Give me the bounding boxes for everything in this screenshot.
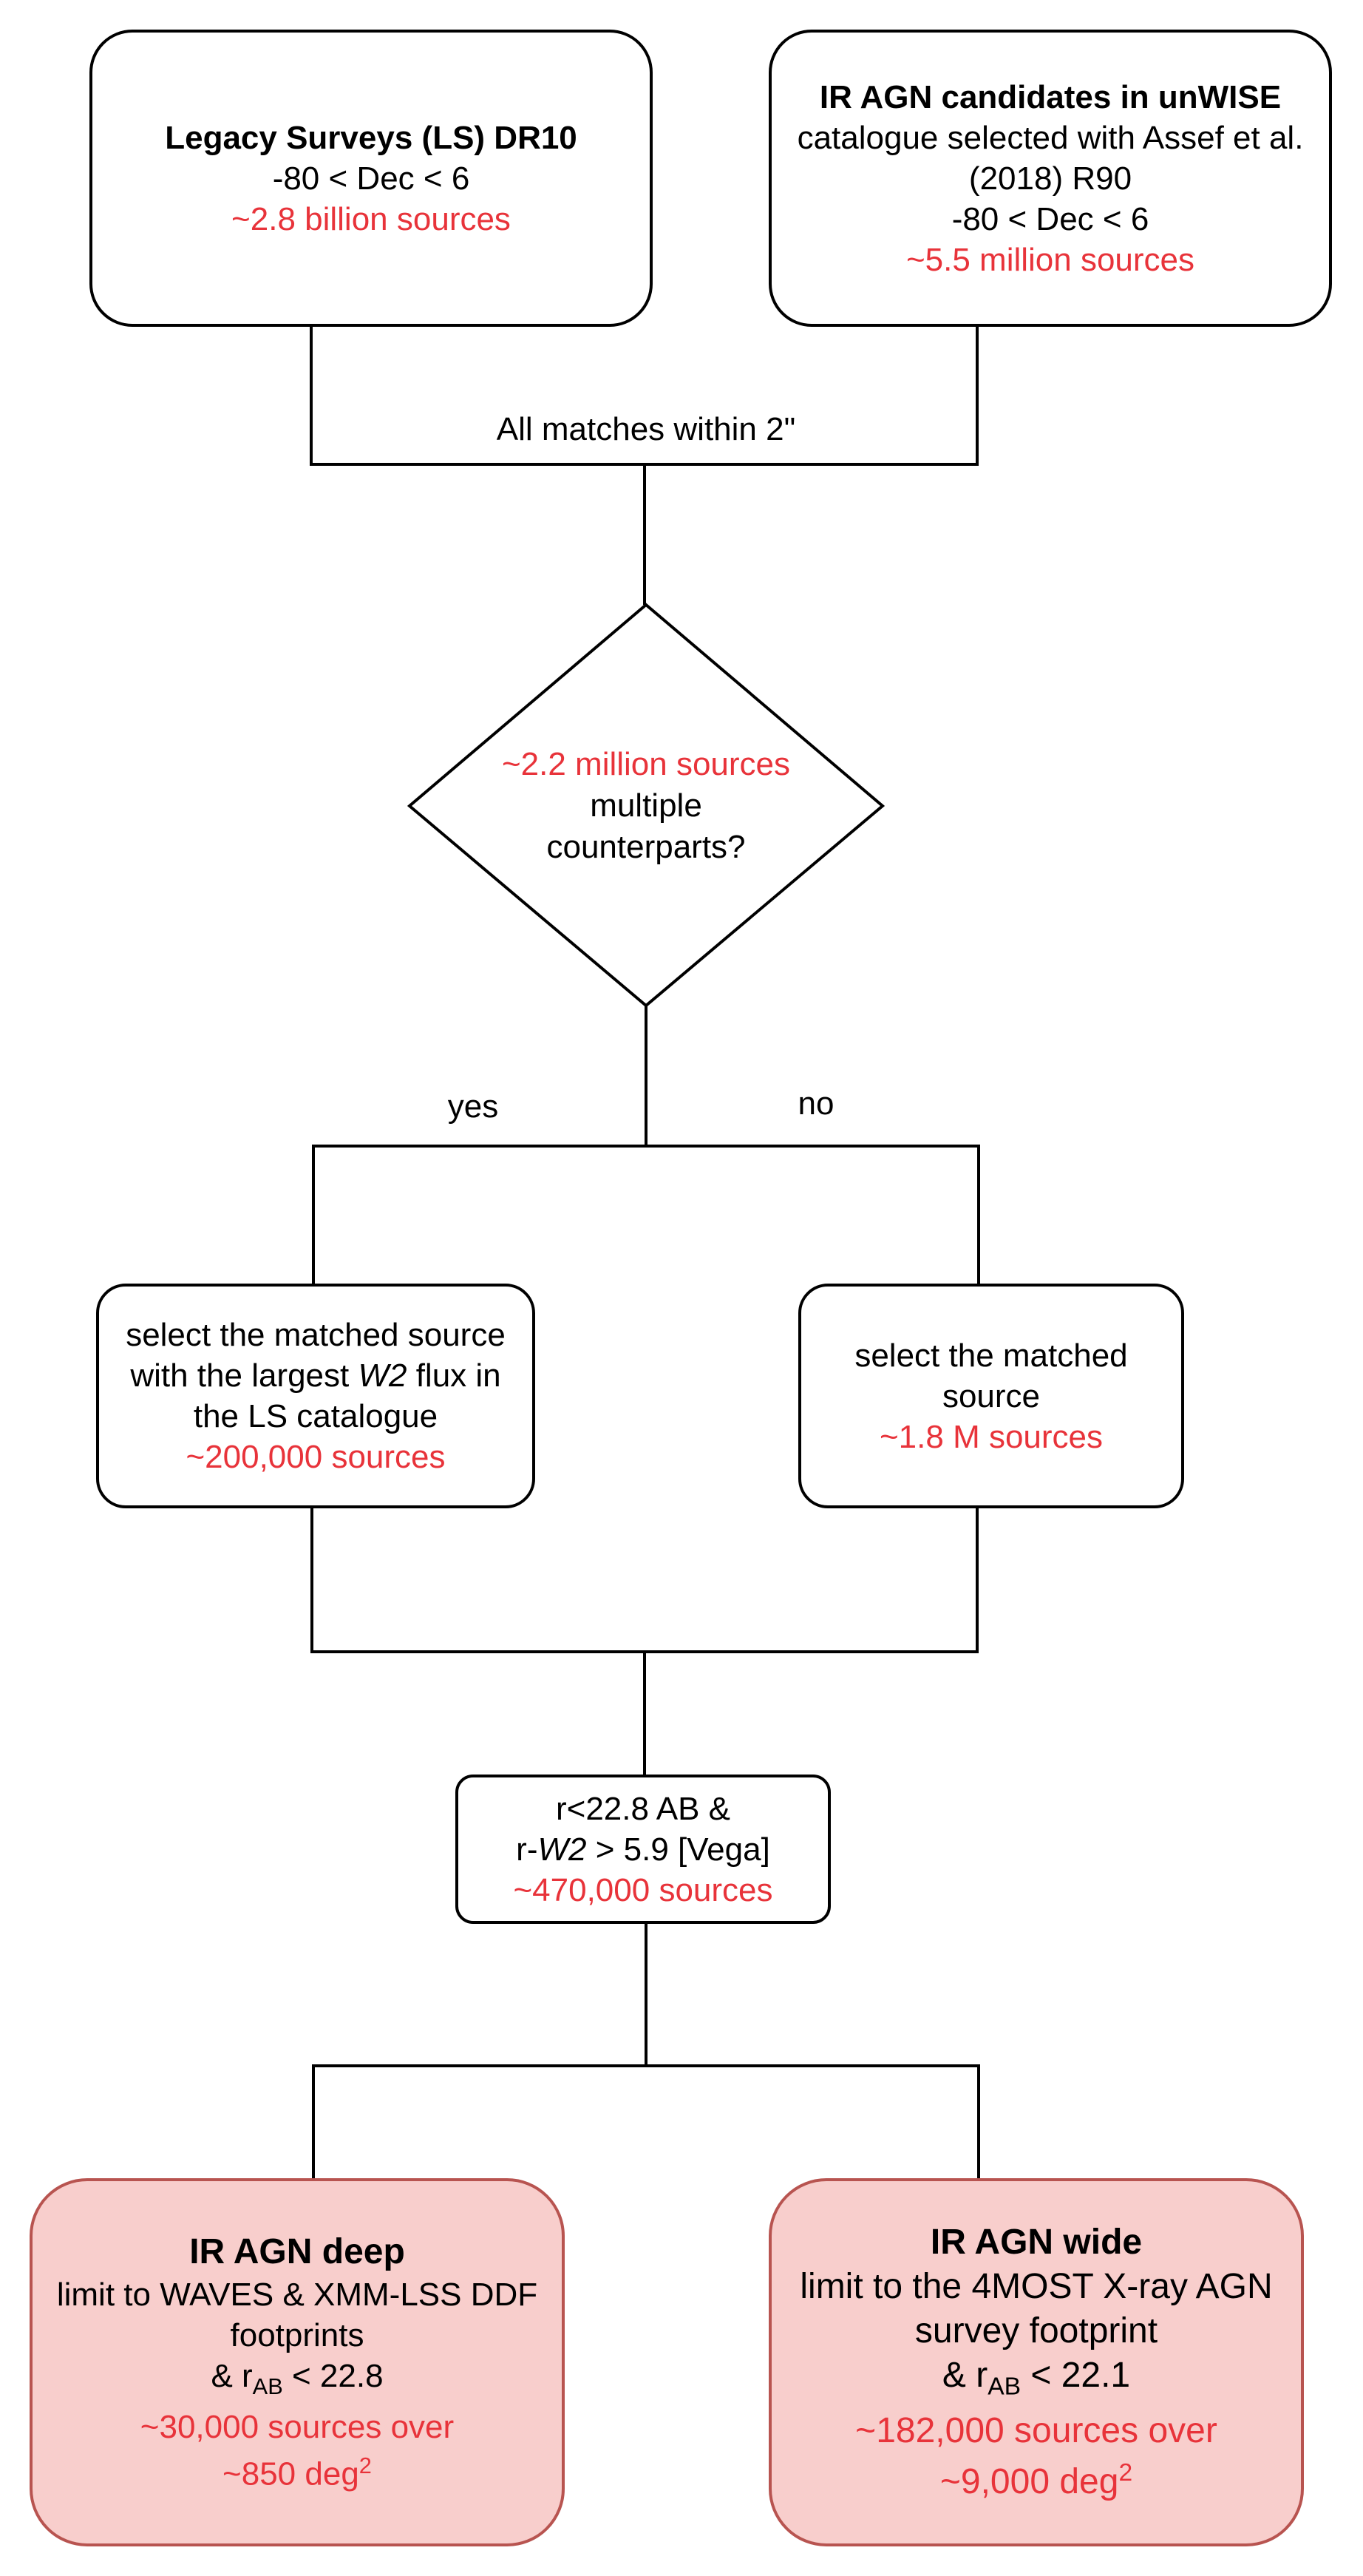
deep-line2: footprints <box>230 2317 364 2354</box>
connector-yes-branch <box>312 1145 646 1285</box>
connector-to-deep <box>312 2064 646 2180</box>
connector-matched-to-merge <box>645 1508 979 1653</box>
connector-agn-to-merge <box>645 325 979 466</box>
ir-agn-wide-box: IR AGN wide limit to the 4MOST X-ray AGN… <box>769 2178 1304 2546</box>
decision-count: ~2.2 million sources <box>501 746 791 783</box>
wide-line2: survey footprint <box>914 2311 1158 2351</box>
deep-count: ~30,000 sources over <box>140 2409 455 2446</box>
connector-ls-to-merge <box>310 325 645 466</box>
deep-line1: limit to WAVES & XMM-LSS DDF <box>56 2277 538 2314</box>
ls-title: Legacy Surveys (LS) DR10 <box>165 119 577 156</box>
yes-label: yes <box>447 1088 499 1125</box>
largest-w2-flux-box: select the matched source with the large… <box>96 1284 535 1508</box>
wide-title: IR AGN wide <box>930 2223 1143 2263</box>
agn-source-count: ~5.5 million sources <box>905 241 1195 278</box>
agn-title: IR AGN candidates in unWISE <box>819 78 1282 115</box>
connector-no-branch <box>646 1145 980 1285</box>
wide-count: ~182,000 sources over <box>855 2410 1217 2450</box>
largest-line1: select the matched source <box>126 1317 506 1353</box>
ls-source-count: ~2.8 billion sources <box>231 200 511 237</box>
magnitude-cut-box: r<22.8 AB & r-W2 > 5.9 [Vega] ~470,000 s… <box>455 1775 831 1924</box>
agn-desc-line1: catalogue selected with Assef et al. <box>797 119 1304 156</box>
ls-dec-range: -80 < Dec < 6 <box>272 160 470 197</box>
largest-line2: with the largest W2 flux in <box>130 1358 501 1394</box>
largest-line3: the LS catalogue <box>193 1398 438 1434</box>
decision-text: ~2.2 million sources multiple counterpar… <box>454 723 838 889</box>
ir-agn-candidates-box: IR AGN candidates in unWISE catalogue se… <box>769 30 1332 327</box>
deep-area: ~850 deg2 <box>222 2453 372 2492</box>
matched-line1: select the matched <box>854 1337 1128 1374</box>
match-label: All matches within 2" <box>496 411 796 447</box>
deep-mag-limit: & rAB < 22.8 <box>211 2358 384 2399</box>
largest-source-count: ~200,000 sources <box>186 1439 446 1475</box>
cut-line2: r-W2 > 5.9 [Vega] <box>516 1831 770 1868</box>
decision-line2: counterparts? <box>546 828 746 865</box>
cut-line1: r<22.8 AB & <box>555 1790 731 1827</box>
agn-dec-range: -80 < Dec < 6 <box>951 200 1149 237</box>
cut-source-count: ~470,000 sources <box>513 1871 773 1908</box>
matched-source-box: select the matched source ~1.8 M sources <box>798 1284 1184 1508</box>
matched-source-count: ~1.8 M sources <box>879 1418 1104 1455</box>
decision-line1: multiple <box>590 787 702 824</box>
wide-line1: limit to the 4MOST X-ray AGN <box>800 2267 1273 2307</box>
wide-mag-limit: & rAB < 22.1 <box>942 2356 1131 2401</box>
matched-line2: source <box>942 1377 1041 1414</box>
wide-area: ~9,000 deg2 <box>939 2458 1133 2501</box>
deep-title: IR AGN deep <box>189 2232 405 2272</box>
agn-desc-line2: (2018) R90 <box>968 160 1132 197</box>
ir-agn-deep-box: IR AGN deep limit to WAVES & XMM-LSS DDF… <box>30 2178 565 2546</box>
no-label: no <box>798 1085 835 1122</box>
connector-to-wide <box>646 2064 980 2180</box>
connector-largest-to-merge <box>310 1508 645 1653</box>
ls-dr10-box: Legacy Surveys (LS) DR10 -80 < Dec < 6 ~… <box>89 30 653 327</box>
